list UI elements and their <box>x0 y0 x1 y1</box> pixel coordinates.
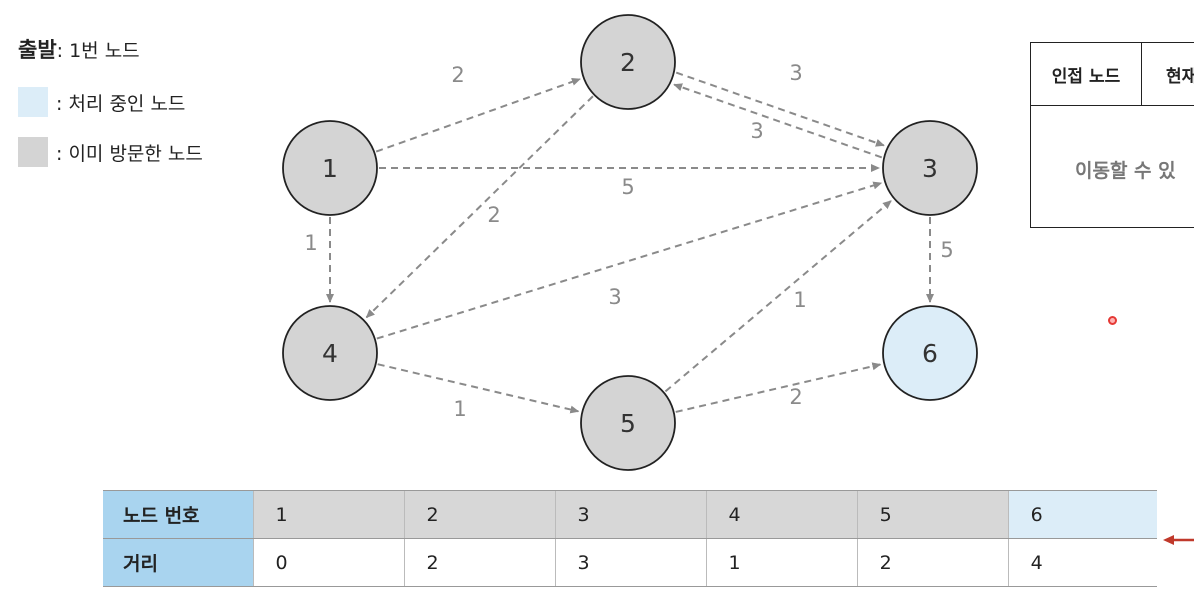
legend-visited: : 이미 방문한 노드 <box>18 137 203 167</box>
node-3 <box>882 120 978 216</box>
edge-5-3 <box>664 200 892 393</box>
edge-2-3 <box>675 71 885 147</box>
node-number-header: 노드 번호 <box>103 490 253 539</box>
distance-cell: 0 <box>252 538 405 587</box>
adjacency-table-header: 인접 노드 현재 <box>1031 43 1194 106</box>
edge-weight-3-6: 5 <box>940 238 953 262</box>
legend-start-bold: 출발 <box>18 38 57 62</box>
edge-weight-1-4: 1 <box>304 231 317 255</box>
edge-3-2 <box>673 83 883 159</box>
edge-weight-2-4: 2 <box>487 203 500 227</box>
legend-start-text: : 1번 노드 <box>56 40 140 62</box>
adjacency-table-body: 이동할 수 있 <box>1075 160 1176 182</box>
adjacency-col-header: 인접 노드 <box>1031 43 1142 105</box>
distance-cell: 1 <box>705 538 858 587</box>
edge-weight-3-2: 3 <box>750 119 763 143</box>
node-6 <box>882 305 978 401</box>
node-label-2: 2 <box>620 48 636 77</box>
edge-weight-2-3: 3 <box>789 61 802 85</box>
node-label-1: 1 <box>322 154 338 183</box>
edge-weight-5-3: 1 <box>793 288 806 312</box>
node-label-4: 4 <box>322 339 338 368</box>
legend-visited-label: : 이미 방문한 노드 <box>56 142 203 165</box>
node-number-cell: 6 <box>1007 490 1157 539</box>
processing-swatch <box>18 87 48 117</box>
legend-processing-label: : 처리 중인 노드 <box>56 92 186 115</box>
edge-4-3 <box>376 181 883 340</box>
node-5 <box>580 375 676 471</box>
legend-processing: : 처리 중인 노드 <box>18 87 185 117</box>
edge-weight-5-6: 2 <box>789 385 802 409</box>
edge-1-2 <box>375 78 581 153</box>
distance-cell: 2 <box>403 538 556 587</box>
node-1 <box>282 120 378 216</box>
adjacency-table: 인접 노드 현재 이동할 수 있 <box>1030 42 1194 228</box>
distance-cell: 3 <box>554 538 707 587</box>
indicator-arrow-icon <box>1163 535 1194 545</box>
node-number-cell: 1 <box>252 490 405 539</box>
edge-2-4 <box>365 95 594 319</box>
graph-diagram: 2 5 1 3 3 2 5 3 1 1 2 1 2 3 4 5 6 <box>282 14 978 471</box>
node-number-cell: 4 <box>705 490 858 539</box>
node-label-6: 6 <box>922 339 938 368</box>
edge-weight-4-3: 3 <box>608 285 621 309</box>
edge-weight-4-5: 1 <box>453 397 466 421</box>
node-2 <box>580 14 676 110</box>
visited-swatch <box>18 137 48 167</box>
edge-weight-1-2: 2 <box>451 63 464 87</box>
node-number-cell: 3 <box>554 490 707 539</box>
distance-cell: 2 <box>856 538 1009 587</box>
node-label-3: 3 <box>922 154 938 183</box>
edge-5-6 <box>675 362 882 413</box>
edge-weight-1-3: 5 <box>621 175 634 199</box>
node-number-cell: 2 <box>403 490 556 539</box>
node-label-5: 5 <box>620 409 636 438</box>
pointer-dot <box>1108 316 1117 325</box>
distance-cell: 4 <box>1007 538 1157 587</box>
edge-4-5 <box>377 363 580 414</box>
legend-start: 출발: 1번 노드 <box>18 34 140 64</box>
node-4 <box>282 305 378 401</box>
current-col-header: 현재 <box>1166 66 1194 87</box>
distance-header: 거리 <box>103 538 253 587</box>
node-number-cell: 5 <box>856 490 1009 539</box>
